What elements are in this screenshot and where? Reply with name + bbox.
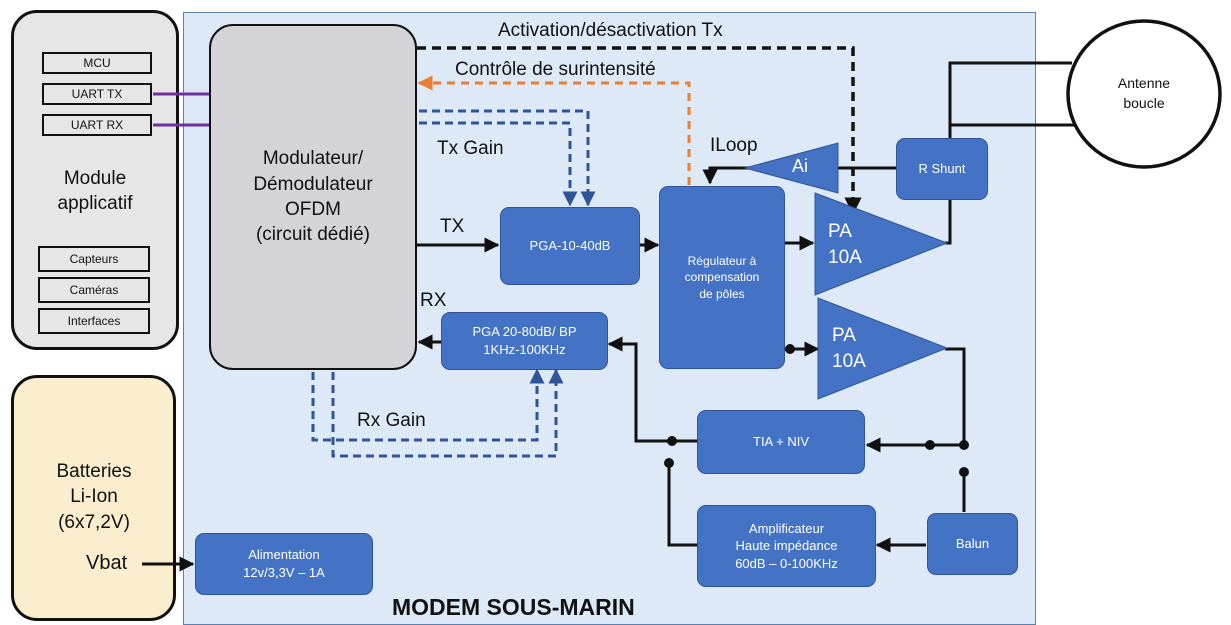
tx-gain-label: Tx Gain xyxy=(437,138,504,159)
batteries-line3: (6x7,2V) xyxy=(58,511,130,533)
tia-block: TIA + NIV xyxy=(697,410,865,474)
ofdm-modem-block: Modulateur/ Démodulateur OFDM (circuit d… xyxy=(209,24,417,370)
regulateur-line3: de pôles xyxy=(699,286,745,301)
mcu-box: MCU xyxy=(42,52,152,74)
batteries-block xyxy=(11,375,176,621)
ofdm-line1: Modulateur/ xyxy=(262,148,364,170)
pga-tx-label: PGA-10-40dB xyxy=(529,238,611,254)
uart-rx-box: UART RX xyxy=(42,114,152,136)
pa-top-line2: 10A xyxy=(828,246,862,268)
rx-gain-line-2 xyxy=(331,368,564,458)
tx-gain-line-2 xyxy=(419,121,578,207)
amp-to-junction xyxy=(667,463,697,547)
ofdm-line3: OFDM xyxy=(285,199,341,220)
ai-label: Ai xyxy=(792,156,809,176)
capteurs-label: Capteurs xyxy=(69,252,119,266)
junction-dot xyxy=(785,344,795,354)
ofdm-line4: (circuit dédié) xyxy=(255,224,371,246)
batteries-line2: Li-Ion xyxy=(70,486,118,508)
cameras-label: Caméras xyxy=(69,283,119,297)
interfaces-label: Interfaces xyxy=(67,314,121,328)
alimentation-line1: Alimentation xyxy=(248,547,320,563)
alimentation-block: Alimentation 12v/3,3V – 1A xyxy=(195,533,373,595)
ofdm-line2: Démodulateur xyxy=(253,173,373,195)
antenna-loop xyxy=(1066,19,1222,169)
module-applicatif-title: Module applicatif xyxy=(57,168,133,215)
ai-to-regulateur xyxy=(702,166,748,185)
junction-dot xyxy=(959,467,969,477)
balun-label: Balun xyxy=(955,536,990,552)
amplificateur-line3: 60dB – 0-100KHz xyxy=(735,555,838,571)
regulateur-block: Régulateur à compensation de pôles xyxy=(659,186,785,369)
batteries-line1: Batteries xyxy=(56,461,132,482)
antenna-text: Antenne boucle xyxy=(1094,74,1194,113)
rx-gain-line-1 xyxy=(311,368,545,442)
overcurrent-line xyxy=(417,75,691,185)
pa-bottom-output xyxy=(945,347,966,445)
pa-bottom-line2: 10A xyxy=(832,350,866,372)
rx-label: RX xyxy=(420,290,447,311)
regulateur-line2: compensation xyxy=(684,270,760,285)
capteurs-box: Capteurs xyxy=(38,246,150,272)
tia-label: TIA + NIV xyxy=(753,434,809,450)
ai-amplifier xyxy=(743,142,839,194)
junction-dot xyxy=(925,440,935,450)
amplificateur-line1: Amplificateur xyxy=(748,520,825,536)
rx-gain-label: Rx Gain xyxy=(357,410,426,431)
mcu-label: MCU xyxy=(83,56,111,70)
uart-tx-label: UART TX xyxy=(71,87,123,101)
amplificateur-block: Amplificateur Haute impédance 60dB – 0-1… xyxy=(697,505,876,587)
uart-tx-box: UART TX xyxy=(42,83,152,105)
regulateur-line1: Régulateur à xyxy=(687,254,757,269)
pga-rx-line1: PGA 20-80dB/ BP xyxy=(472,324,577,340)
r-shunt-block: R Shunt xyxy=(896,138,988,200)
balun-block: Balun xyxy=(927,513,1018,575)
pa-top-text: PA 10A xyxy=(828,219,862,270)
junction-dot xyxy=(667,436,677,446)
iloop-label: ILoop xyxy=(710,135,758,156)
r-shunt-label: R Shunt xyxy=(918,161,966,177)
tx-label: TX xyxy=(440,216,465,237)
junction-dot xyxy=(959,440,969,450)
pa-bottom-amplifier xyxy=(817,297,949,400)
pga-rx-block: PGA 20-80dB/ BP 1KHz-100KHz xyxy=(441,312,608,370)
modem-title: MODEM SOUS-MARIN xyxy=(392,594,635,620)
pa-top-amplifier xyxy=(814,192,949,296)
pa-bottom-line1: PA xyxy=(832,325,856,346)
pga-rx-line2: 1KHz-100KHz xyxy=(483,342,566,357)
uart-rx-label: UART RX xyxy=(70,118,124,132)
activation-tx-line xyxy=(417,46,862,215)
pa-bottom-text: PA 10A xyxy=(832,323,866,374)
antenna-line2: boucle xyxy=(1123,94,1165,111)
interfaces-box: Interfaces xyxy=(38,308,150,334)
antenna-line1: Antenne xyxy=(1117,75,1171,91)
alimentation-line2: 12v/3,3V – 1A xyxy=(243,565,325,580)
pa-top-line1: PA xyxy=(828,221,852,242)
overcurrent-label: Contrôle de surintensité xyxy=(455,59,656,80)
pga-tx-block: PGA-10-40dB xyxy=(500,207,640,285)
cameras-box: Caméras xyxy=(38,277,150,303)
activation-tx-label: Activation/désactivation Tx xyxy=(498,20,723,41)
junction-dot xyxy=(664,458,674,468)
amplificateur-line2: Haute impédance xyxy=(735,538,838,554)
tx-gain-line-1 xyxy=(419,109,596,207)
vbat-label: Vbat xyxy=(86,552,128,574)
tia-to-pga-rx xyxy=(607,336,697,443)
batteries-text: Batteries Li-Ion (6x7,2V) xyxy=(14,459,174,535)
